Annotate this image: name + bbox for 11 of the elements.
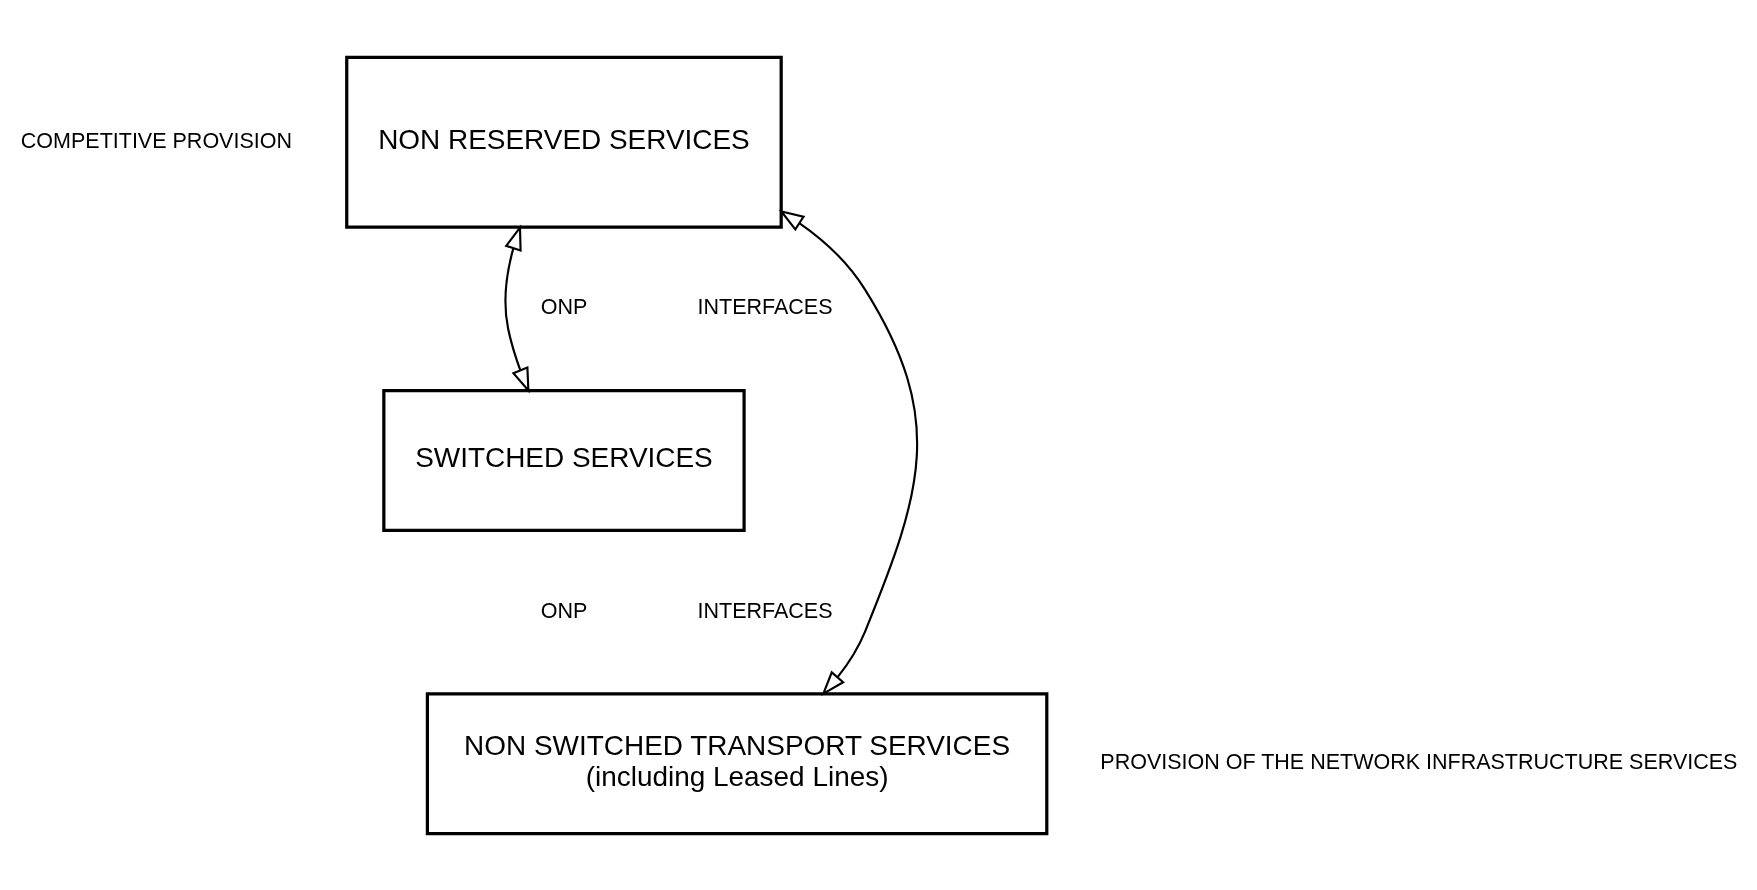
label: INTERFACES [697, 598, 833, 623]
node-box: NON RESERVED SERVICES [345, 55, 783, 229]
node-box: NON SWITCHED TRANSPORT SERVICES (including Leased Lines) [425, 691, 1049, 835]
arrow [778, 209, 918, 696]
label: INTERFACES [697, 294, 833, 319]
label: ONP [540, 294, 588, 319]
node-box: SWITCHED SERVICES [382, 388, 746, 532]
label: PROVISION OF THE NETWORK INFRASTRUCTURE SERVICES [1100, 749, 1738, 774]
label: COMPETITIVE PROVISION [20, 128, 292, 153]
arrow [504, 224, 530, 393]
label: ONP [540, 598, 588, 623]
